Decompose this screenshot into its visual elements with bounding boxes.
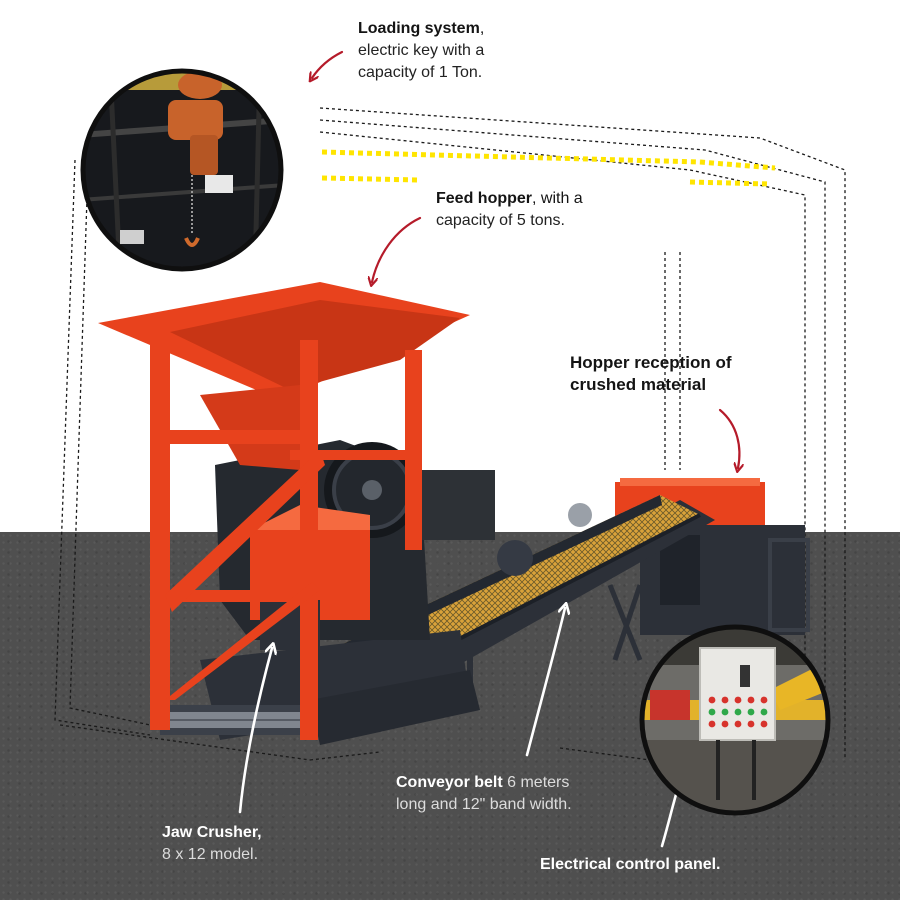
loading-system-sep: ,: [479, 20, 485, 37]
hopper-reception-line1: Hopper reception of: [570, 353, 732, 372]
jaw-crusher-title: Jaw Crusher,: [162, 824, 262, 841]
jaw-crusher-sub: 8 x 12 model.: [162, 846, 259, 863]
feed-hopper-line2: capacity of 5 tons.: [436, 212, 565, 229]
hoist-photo: [80, 68, 284, 272]
jaw-crusher-label: Jaw Crusher, 8 x 12 model.: [162, 822, 322, 866]
control-panel-title: Electrical control panel.: [540, 856, 721, 873]
loading-system-line1: electric key with a: [358, 42, 485, 59]
feed-hopper-title: Feed hopper: [436, 190, 533, 207]
dotted-yellow-lines: [321, 149, 776, 187]
conveyor-belt-rest1: 6 meters: [502, 774, 570, 791]
base-frame: [160, 630, 480, 745]
loading-system-label: Loading system, electric key with a capa…: [358, 18, 558, 84]
hopper-reception-line2: crushed material: [570, 375, 707, 394]
feed-hopper-rest1: , with a: [532, 190, 583, 207]
feed-hopper-label: Feed hopper, with a capacity of 5 tons.: [436, 188, 636, 232]
feed-hopper: [98, 282, 470, 740]
control-panel-photo: [639, 624, 831, 816]
red-pointer-arrows: [312, 50, 739, 468]
hopper-reception-label: Hopper reception of crushed material: [570, 352, 780, 396]
loading-system-title: Loading system: [358, 20, 480, 37]
dashed-envelope-lines: [54, 107, 846, 761]
loading-system-line2: capacity of 1 Ton.: [358, 64, 483, 81]
conveyor-belt-label: Conveyor belt 6 meters long and 12" band…: [396, 772, 636, 816]
control-panel-label: Electrical control panel.: [540, 854, 800, 876]
conveyor-belt-line2: long and 12" band width.: [396, 796, 572, 813]
conveyor-belt-title: Conveyor belt: [396, 774, 503, 791]
